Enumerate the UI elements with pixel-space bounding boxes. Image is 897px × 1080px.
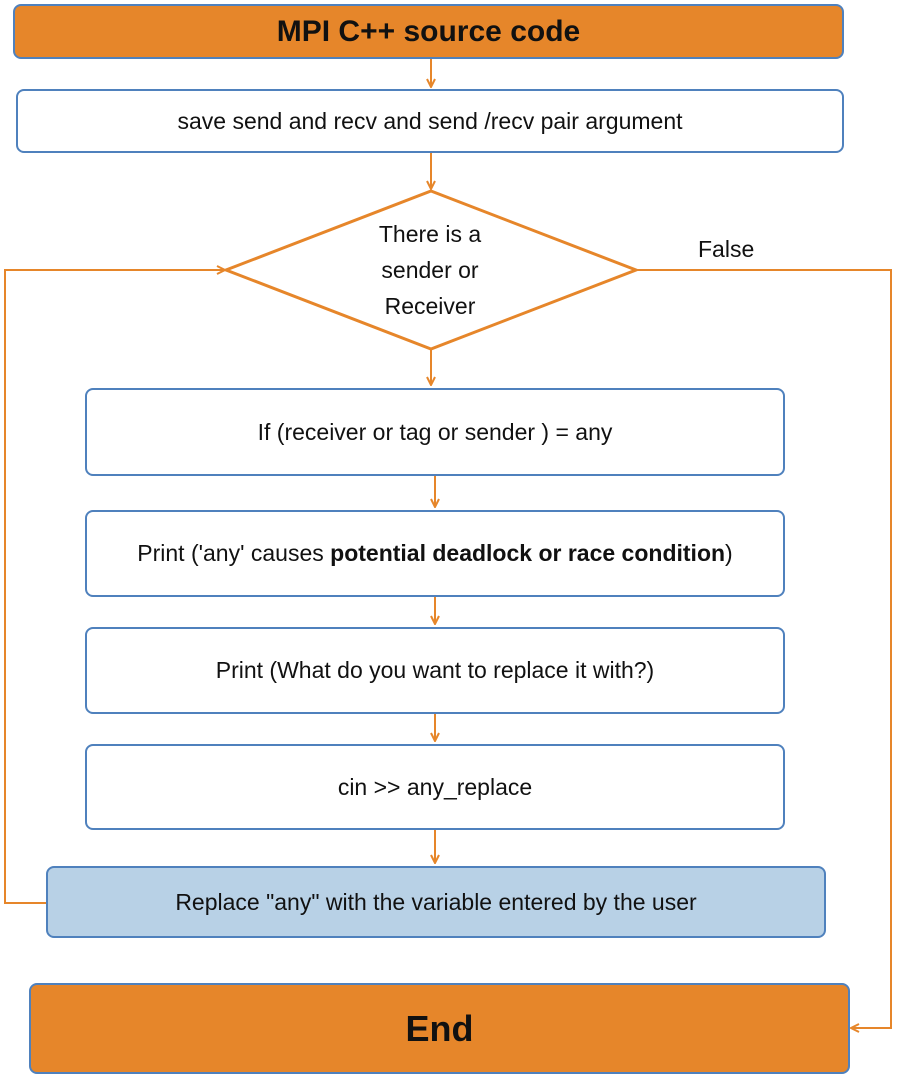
print-warning-prefix: Print ('any' causes [137, 540, 331, 566]
if-any-check-box: If (receiver or tag or sender ) = any [85, 388, 785, 476]
decision-label: There is a sender or Receiver [330, 216, 530, 324]
replace-any-box: Replace "any" with the variable entered … [46, 866, 826, 938]
false-branch-label: False [698, 236, 755, 262]
start-node: MPI C++ source code [13, 4, 844, 59]
print-prompt-box: Print (What do you want to replace it wi… [85, 627, 785, 714]
print-warning-suffix: ) [725, 540, 733, 566]
decision-line-1: There is a [378, 221, 482, 247]
end-node: End [29, 983, 850, 1074]
cin-input-box: cin >> any_replace [85, 744, 785, 830]
print-warning-emphasis: potential deadlock or race condition [330, 540, 726, 566]
false-branch-arrow [636, 269, 892, 1028]
print-warning-box: Print ('any' causes potential deadlock o… [85, 510, 785, 597]
loop-back-arrow [4, 270, 225, 904]
decision-line-2: sender or [381, 257, 479, 283]
save-arguments-box: save send and recv and send /recv pair a… [16, 89, 844, 153]
decision-diamond [221, 189, 641, 351]
decision-line-3: Receiver [384, 293, 476, 319]
